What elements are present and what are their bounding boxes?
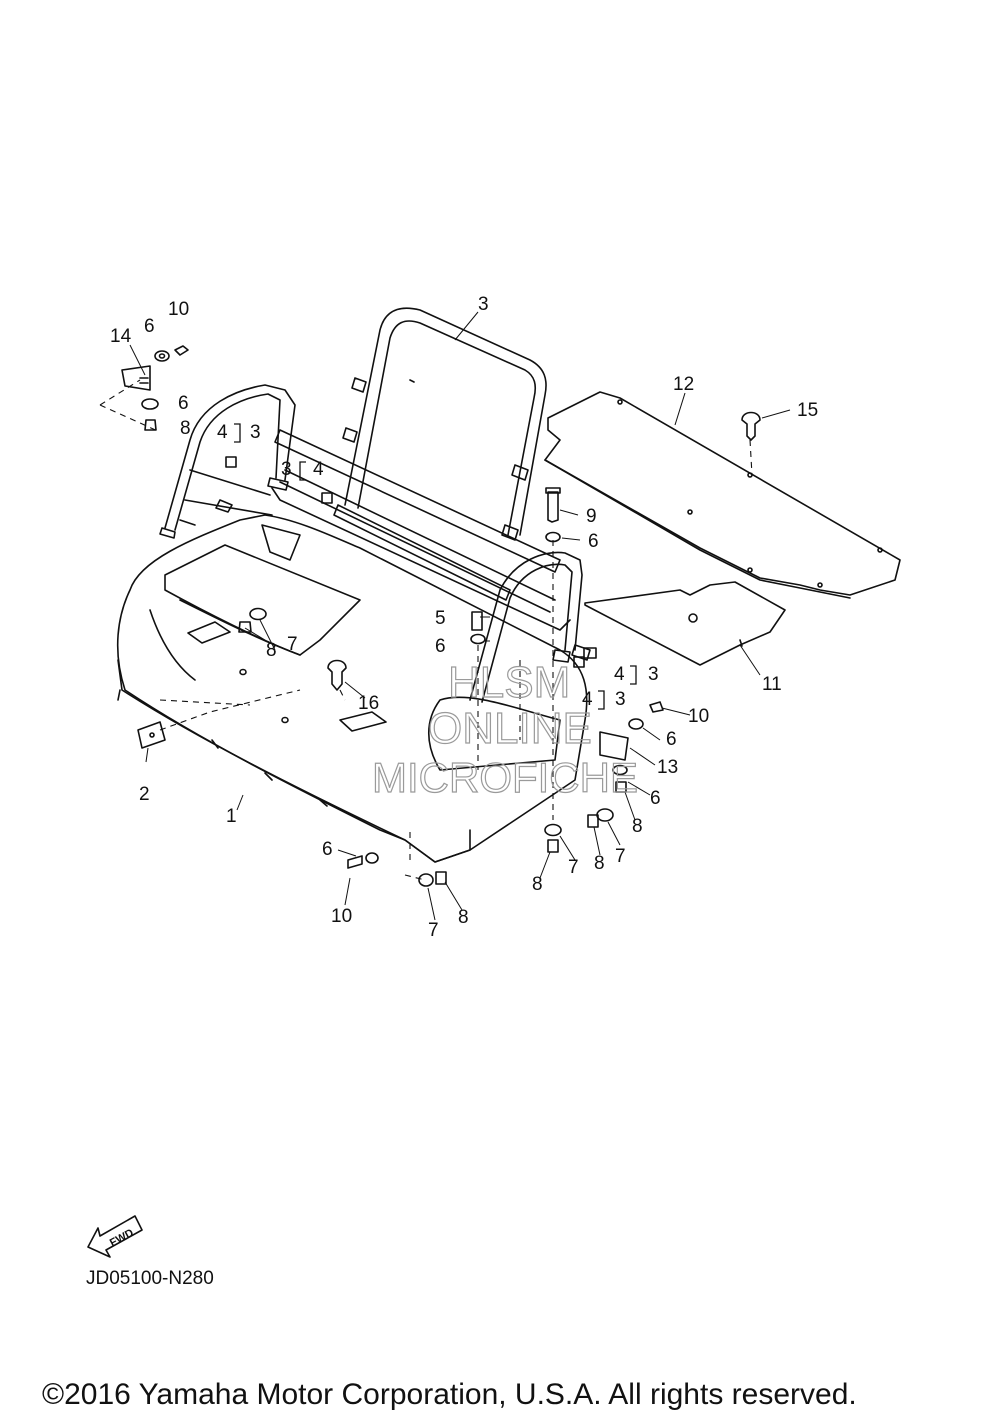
watermark-line-3: MICROFICHE	[372, 754, 638, 801]
callout-4-left: 4	[217, 422, 228, 443]
callout-10-b: 10	[688, 706, 709, 727]
fwd-label: FWD	[108, 1227, 136, 1249]
back-frame-drawing	[342, 307, 547, 541]
leader-lines	[99, 379, 753, 881]
callout-15: 15	[797, 400, 818, 421]
callout-4-right-b: 4	[582, 689, 593, 710]
drawing-code: JD05100-N280	[86, 1268, 214, 1289]
callout-4-mid: 4	[313, 459, 324, 480]
callout-6-b: 6	[178, 393, 189, 414]
callout-3-mid: 3	[281, 459, 292, 480]
callout-5: 5	[435, 608, 446, 629]
left-guard-frame-drawing	[159, 384, 296, 539]
right-guard-frame-drawing	[469, 551, 591, 703]
callout-8-f: 8	[458, 907, 469, 928]
callout-16: 16	[358, 693, 379, 714]
watermark: HLSM ONLINE MICROFICHE	[371, 657, 638, 801]
bracket-marks	[234, 423, 637, 710]
callout-1: 1	[226, 806, 237, 827]
callout-12: 12	[673, 374, 694, 395]
callout-6-d: 6	[435, 636, 446, 657]
callout-8-a: 8	[180, 418, 191, 439]
watermark-line-2: ONLINE	[428, 704, 592, 753]
callout-6-g: 6	[322, 839, 333, 860]
callout-14: 14	[110, 326, 132, 347]
watermark-line-1: HLSM	[448, 658, 570, 707]
callout-2: 2	[139, 784, 150, 805]
callout-6-e: 6	[666, 729, 677, 750]
callout-13: 13	[657, 757, 678, 778]
callout-3-left: 3	[250, 422, 261, 443]
callout-6-f: 6	[650, 788, 661, 809]
callout-8-d: 8	[594, 853, 605, 874]
callout-7-c: 7	[568, 857, 579, 878]
callout-3-right-a: 3	[648, 664, 659, 685]
cargo-bed-drawing	[116, 514, 588, 863]
callout-8-c: 8	[632, 816, 643, 837]
callout-8-e: 8	[532, 874, 543, 895]
callout-leaders	[129, 311, 791, 921]
callout-4-right-a: 4	[614, 664, 625, 685]
crossbar-drawing	[271, 429, 571, 631]
callout-10-c: 10	[331, 906, 352, 927]
callout-8-b: 8	[266, 640, 277, 661]
callout-6-c: 6	[588, 531, 599, 552]
callout-7-a: 7	[287, 634, 298, 655]
callout-10-a: 10	[168, 299, 189, 320]
fwd-arrow-icon	[87, 1215, 143, 1258]
callout-3-right-b: 3	[615, 689, 626, 710]
callout-11: 11	[762, 674, 782, 695]
hardware-drawing	[121, 345, 761, 887]
callout-6-a: 6	[144, 316, 155, 337]
callout-labels: 1 2 3 3 3 3 3 3 4 4 4 4 5 6 6 6 6 6 6 6 …	[110, 294, 818, 941]
callout-9: 9	[586, 506, 597, 527]
callout-7-d: 7	[428, 920, 439, 941]
rear-panel-drawing	[544, 391, 901, 666]
copyright-notice: ©2016 Yamaha Motor Corporation, U.S.A. A…	[42, 1378, 857, 1411]
callout-7-b: 7	[615, 846, 626, 867]
callout-3-top: 3	[478, 294, 489, 315]
